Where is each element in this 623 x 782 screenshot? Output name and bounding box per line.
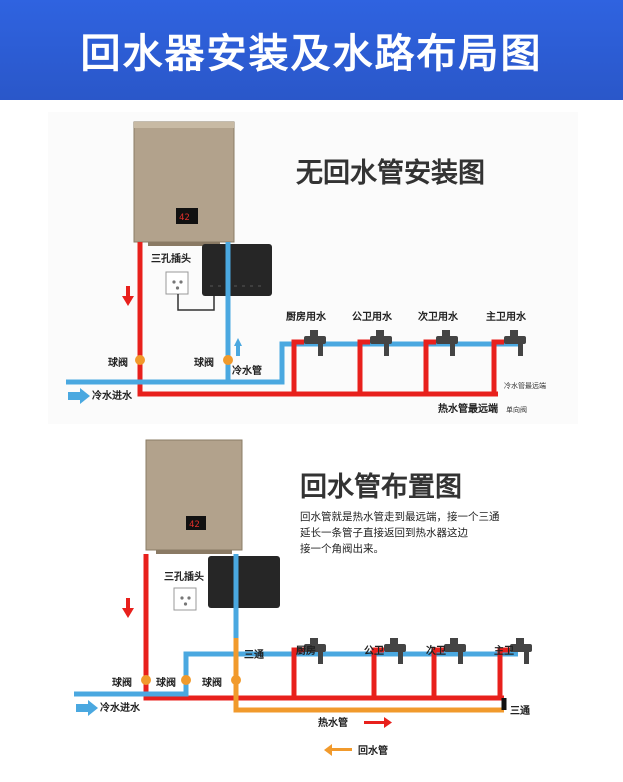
hot-down-arrow-icon (122, 286, 134, 306)
valve-label: 球阀 (194, 356, 214, 369)
cold-farthest-label: 冷水管最远端 (504, 381, 546, 390)
farthest-end-label: 热水管最远端 (438, 402, 498, 415)
diagram-no-return-svg: 42 三孔插头 冷水进水 厨房用水 公 (48, 112, 578, 424)
faucet-icon (304, 638, 326, 664)
outlet-label: 主卫用水 (486, 310, 527, 323)
page-title: 回水器安装及水路布局图 (80, 31, 543, 77)
cold-inlet-arrow-icon (76, 700, 98, 716)
cold-inlet-label: 冷水进水 (100, 701, 141, 714)
water-heater: 42 (145, 439, 243, 554)
svg-text:42: 42 (189, 520, 200, 530)
outlet-label: 主卫 (494, 644, 514, 657)
diagram-return-pipe: 42 三孔插头 冷水进水 厨房 公卫 次卫 主卫 (48, 428, 578, 768)
diagram-return-pipe-svg: 42 三孔插头 冷水进水 厨房 公卫 次卫 主卫 (48, 428, 578, 768)
cold-inlet-label: 冷水进水 (92, 389, 133, 402)
outlet-label: 次卫 (426, 644, 446, 657)
description-line: 接一个角阀出来。 (300, 542, 384, 555)
faucet-icon (510, 638, 532, 664)
ball-valve-icon (223, 355, 233, 365)
outlet-label: 公卫 (364, 645, 384, 657)
title-banner: 回水器安装及水路布局图 (0, 0, 623, 100)
diagram-no-return: 42 三孔插头 冷水进水 厨房用水 公 (48, 112, 578, 424)
outlet-label: 公卫用水 (352, 310, 393, 323)
description-line: 延长一条管子直接返回到热水器这边 (300, 526, 468, 539)
outlet-label: 厨房 (296, 644, 316, 657)
faucet-icon (504, 330, 526, 356)
faucet-icon (370, 330, 392, 356)
recirculation-pump (202, 244, 272, 296)
recirculation-pump (208, 556, 280, 608)
faucet-icon (444, 638, 466, 664)
description-line: 回水管就是热水管走到最远端，接一个三通 (300, 510, 500, 523)
cold-inlet-arrow-icon (68, 388, 90, 404)
socket-label: 三孔插头 (164, 570, 204, 583)
valve-label: 球阀 (156, 676, 176, 689)
socket-icon (165, 271, 189, 295)
hot-flow-arrow-icon (364, 717, 392, 728)
socket-label: 三孔插头 (151, 252, 191, 265)
water-heater: 42 (133, 121, 235, 246)
return-pipe-label: 回水管 (358, 744, 388, 757)
check-valve-label: 单向阀 (506, 405, 527, 414)
ball-valve-icon (135, 355, 145, 365)
faucet-icon (304, 330, 326, 356)
ball-valve-icon (231, 675, 241, 685)
diagram-title: 无回水管安装图 (296, 158, 485, 189)
faucet-icon (384, 638, 406, 664)
return-flow-arrow-icon (324, 744, 352, 756)
outlet-label: 次卫用水 (418, 310, 459, 323)
svg-text:42: 42 (179, 213, 190, 223)
valve-label: 球阀 (202, 676, 222, 689)
hot-down-arrow-icon (122, 598, 134, 618)
ball-valve-icon (141, 675, 151, 685)
ball-valve-icon (181, 675, 191, 685)
tee-label: 三通 (244, 649, 264, 661)
faucet-icon (436, 330, 458, 356)
socket-icon (173, 587, 197, 611)
valve-label: 球阀 (112, 676, 132, 689)
valve-label: 球阀 (108, 356, 128, 369)
tee-label: 三通 (510, 705, 530, 717)
diagram-title: 回水管布置图 (300, 472, 462, 503)
cold-pipe-label: 冷水管 (232, 364, 262, 377)
outlet-label: 厨房用水 (286, 310, 327, 323)
hot-pipe-label: 热水管 (318, 716, 348, 729)
